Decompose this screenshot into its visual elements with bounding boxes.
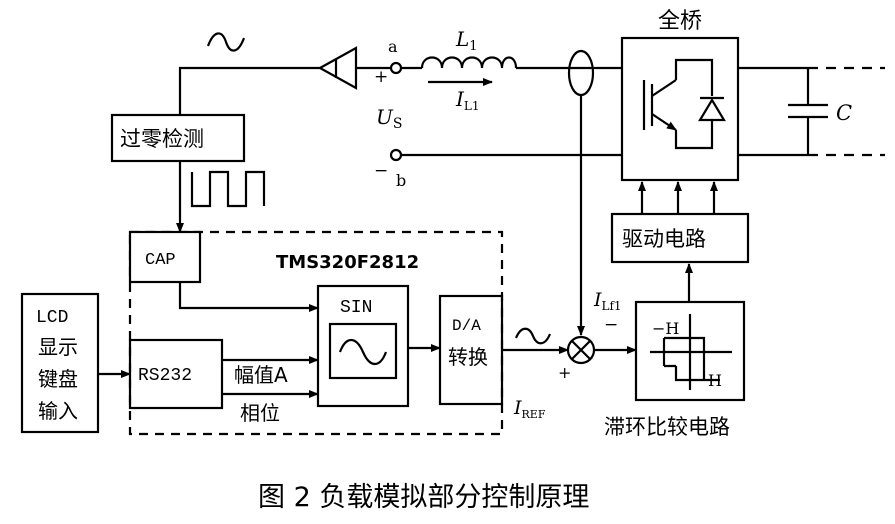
phase-label: 相位 — [240, 401, 280, 425]
cap-box — [128, 230, 202, 284]
C-label: C — [836, 101, 852, 125]
terminal-b — [389, 148, 403, 162]
igbt-collector — [651, 79, 677, 97]
hysteresis-box — [634, 300, 746, 402]
igbt-bot-rail — [674, 120, 714, 150]
hyst-neg-label: −H — [652, 319, 679, 338]
rs232-label: RS232 — [138, 366, 192, 386]
sum-cross-2 — [571, 340, 591, 360]
hysteresis-label: 滞环比较电路 — [604, 415, 730, 439]
full-bridge-box — [620, 36, 740, 182]
cap-label: CAP — [145, 251, 176, 270]
plus-top-label: + — [374, 67, 388, 87]
current-sensor — [567, 49, 595, 97]
figure-caption: 图 2 负载模拟部分控制原理 — [258, 482, 589, 513]
full-bridge-label: 全桥 — [658, 9, 702, 34]
tms-label: TMS320F2812 — [276, 252, 419, 273]
IL1-label: IL1 — [455, 87, 480, 113]
igbt-emitter — [651, 113, 677, 131]
sin-label: SIN — [340, 298, 372, 318]
igbt-top-rail — [674, 58, 714, 96]
L1-label: L1 — [455, 27, 478, 54]
zero-cross-box — [110, 113, 246, 163]
lcd-line-3: 键盘 — [38, 367, 78, 391]
da-line-1: D/A — [452, 317, 481, 335]
inductor-L1 — [420, 56, 518, 69]
lcd-line-2: 显示 — [38, 335, 78, 359]
zero-cross-label: 过零检测 — [120, 127, 204, 151]
driver-box — [610, 212, 750, 264]
terminal-a-label: a — [388, 37, 398, 56]
buffer-triangle — [317, 46, 358, 90]
us-label: US — [376, 105, 402, 132]
lcd-line-4: 输入 — [38, 399, 78, 423]
da-line-2: 转换 — [448, 345, 488, 369]
lcd-box — [20, 292, 100, 434]
driver-label: 驱动电路 — [622, 227, 706, 251]
lcd-line-1: LCD — [36, 308, 68, 328]
iref-wave — [514, 327, 552, 345]
sum-plus-label: + — [558, 363, 571, 382]
sum-minus-label: − — [604, 315, 618, 335]
hyst-pos-label: H — [708, 371, 722, 390]
terminal-a — [389, 61, 403, 75]
amp-label: 幅值A — [234, 363, 288, 387]
minus-bot-label: − — [374, 161, 388, 181]
ac-wave-top — [206, 32, 246, 52]
diode-triangle — [698, 97, 726, 122]
cap-to-sin — [178, 282, 319, 312]
signal-line-top — [178, 66, 322, 115]
ILf1-label: ILf1 — [593, 289, 622, 313]
hyst-loop — [662, 336, 720, 382]
sin-inner — [328, 322, 398, 380]
sin-box — [316, 284, 410, 408]
terminal-b-label: b — [396, 171, 406, 190]
square-wave — [190, 170, 266, 208]
IREF-label: IREF — [513, 397, 546, 421]
sin-wave-inner — [338, 338, 388, 366]
